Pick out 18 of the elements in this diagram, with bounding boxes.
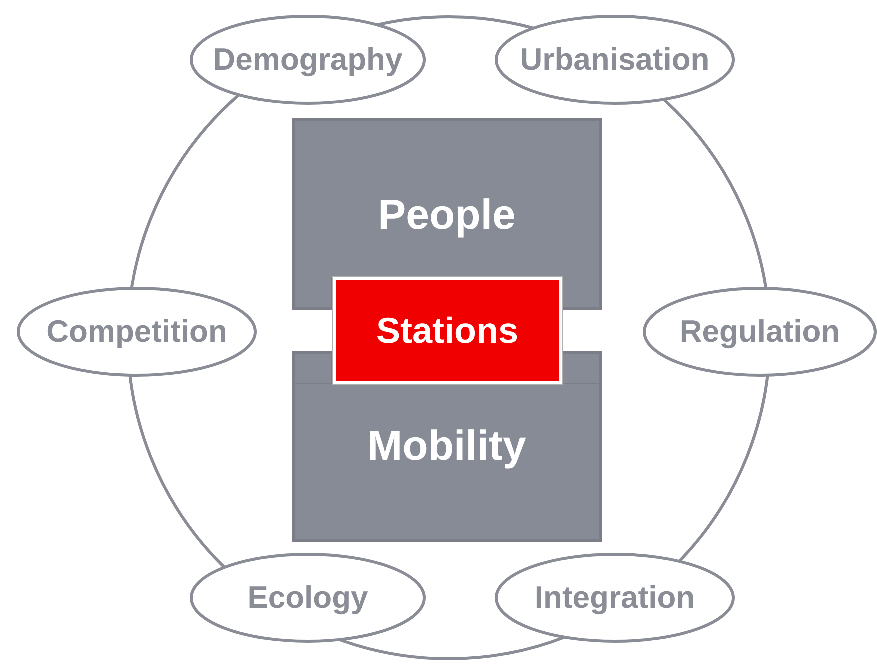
category-block: [292, 118, 602, 278]
ellipse-node: [17, 287, 257, 377]
node-label: Urbanisation: [520, 42, 710, 78]
ellipse-node: [495, 15, 735, 105]
ellipse-node: [495, 553, 735, 643]
node-label: Stations: [376, 310, 518, 352]
ellipse-node: [643, 287, 877, 377]
node-label: Mobility: [368, 422, 526, 470]
ellipse-node: [190, 553, 426, 643]
node-label: People: [378, 190, 516, 238]
node-label: Ecology: [248, 580, 368, 616]
category-block: [292, 384, 602, 542]
node-label: Regulation: [680, 314, 840, 350]
node-label: Integration: [534, 580, 696, 616]
core-box: [333, 277, 562, 384]
ellipse-node: [190, 15, 426, 105]
node-label: Competition: [46, 314, 228, 350]
node-label: Demography: [213, 42, 403, 78]
